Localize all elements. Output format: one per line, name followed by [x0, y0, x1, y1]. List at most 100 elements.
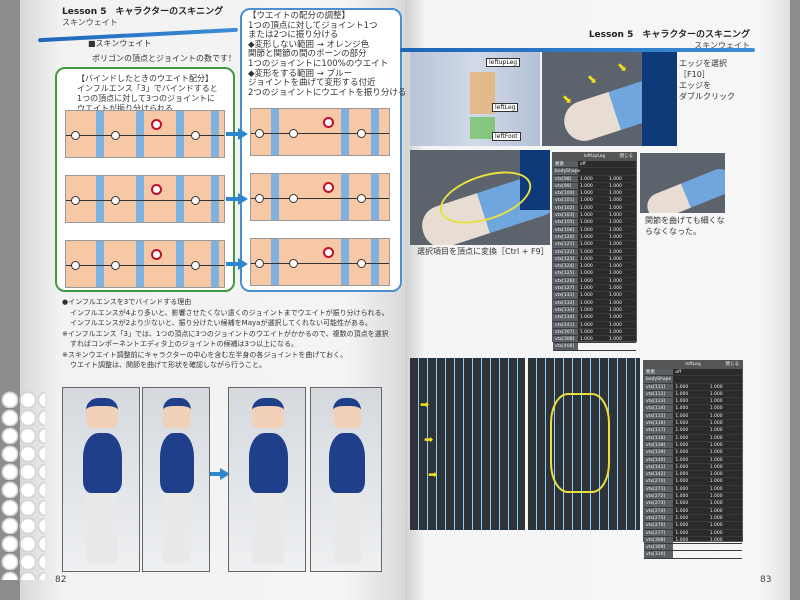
weight-cell[interactable]: 1.000	[608, 329, 622, 335]
weight-cell[interactable]: 1.000	[709, 442, 723, 448]
weight-cell[interactable]: 1.000	[608, 227, 622, 233]
weight-cell[interactable]: 1.000	[709, 450, 723, 456]
weight-cell[interactable]: 1.000	[579, 329, 593, 335]
close-button[interactable]: 閉じる	[619, 154, 634, 159]
weight-cell[interactable]: 1.000	[675, 508, 689, 514]
weight-cell[interactable]: 1.000	[608, 264, 622, 270]
weight-cell[interactable]: 1.000	[579, 271, 593, 277]
weight-cell[interactable]: 1.000	[675, 537, 689, 543]
weight-cell[interactable]: 1.000	[608, 256, 622, 262]
weight-cell[interactable]: 1.000	[579, 307, 593, 313]
weight-cell[interactable]: 1.000	[709, 435, 723, 441]
weight-cell[interactable]: 1.000	[608, 242, 622, 248]
weight-cell[interactable]: 1.000	[579, 249, 593, 255]
weight-cell[interactable]: 1.000	[709, 486, 723, 492]
weight-cell[interactable]: 1.000	[675, 530, 689, 536]
weight-cell[interactable]: 1.000	[608, 198, 622, 204]
weight-cell[interactable]: 1.000	[709, 472, 723, 478]
weight-cell[interactable]: 1.000	[675, 457, 689, 463]
weight-cell[interactable]: 1.000	[579, 286, 593, 292]
weight-cell[interactable]: 1.000	[709, 501, 723, 507]
weight-cell[interactable]: 1.000	[608, 205, 622, 211]
weight-cell[interactable]: 1.000	[675, 515, 689, 521]
weight-cell[interactable]: 1.000	[608, 191, 622, 197]
weight-cell[interactable]: 1.000	[709, 384, 723, 390]
weight-cell[interactable]: 1.000	[709, 552, 723, 558]
weight-cell[interactable]: 1.000	[675, 501, 689, 507]
weight-cell[interactable]: 1.000	[608, 234, 622, 240]
weight-cell[interactable]: 1.000	[709, 428, 723, 434]
weight-cell[interactable]: 1.000	[579, 278, 593, 284]
weight-cell[interactable]: 1.000	[709, 523, 723, 529]
weight-cell[interactable]: 1.000	[608, 307, 622, 313]
weight-cell[interactable]: 1.000	[709, 464, 723, 470]
weight-cell[interactable]: 1.000	[675, 523, 689, 529]
weight-cell[interactable]: 1.000	[675, 399, 689, 405]
weight-cell[interactable]: 1.000	[608, 300, 622, 306]
weight-cell[interactable]: 1.000	[608, 271, 622, 277]
weight-cell[interactable]: 1.000	[579, 176, 593, 182]
weight-cell[interactable]: 1.000	[675, 479, 689, 485]
weight-cell[interactable]: 1.000	[579, 227, 593, 233]
weight-cell[interactable]: 1.000	[579, 264, 593, 270]
weight-cell[interactable]: 1.000	[675, 486, 689, 492]
weight-cell[interactable]: 1.000	[675, 442, 689, 448]
weight-cell[interactable]: 1.000	[709, 399, 723, 405]
weight-cell[interactable]: 1.000	[675, 421, 689, 427]
weight-cell[interactable]: 1.000	[675, 552, 689, 558]
weight-cell[interactable]: 1.000	[709, 391, 723, 397]
weight-cell[interactable]: 1.000	[608, 176, 622, 182]
weight-cell[interactable]: 1.000	[608, 337, 622, 343]
weight-cell[interactable]: 1.000	[709, 508, 723, 514]
weight-cell[interactable]: 1.000	[579, 205, 593, 211]
weight-cell[interactable]: 1.000	[579, 183, 593, 189]
weight-cell[interactable]: 1.000	[675, 435, 689, 441]
weight-cell[interactable]: 1.000	[675, 384, 689, 390]
weight-cell[interactable]: 1.000	[608, 286, 622, 292]
weight-cell[interactable]: 1.000	[608, 183, 622, 189]
weight-cell[interactable]: 1.000	[579, 213, 593, 219]
weight-cell[interactable]: 1.000	[709, 530, 723, 536]
weight-cell[interactable]: 1.000	[579, 337, 593, 343]
weight-cell[interactable]: 1.000	[675, 391, 689, 397]
weight-cell[interactable]: 1.000	[579, 242, 593, 248]
weight-cell[interactable]: 1.000	[709, 545, 723, 551]
weight-cell[interactable]: 1.000	[675, 545, 689, 551]
weight-cell[interactable]: 1.000	[608, 344, 622, 350]
weight-cell[interactable]: 1.000	[675, 406, 689, 412]
weight-cell[interactable]: 1.000	[579, 234, 593, 240]
weight-cell[interactable]: 1.000	[579, 256, 593, 262]
weight-cell[interactable]: 1.000	[709, 494, 723, 500]
